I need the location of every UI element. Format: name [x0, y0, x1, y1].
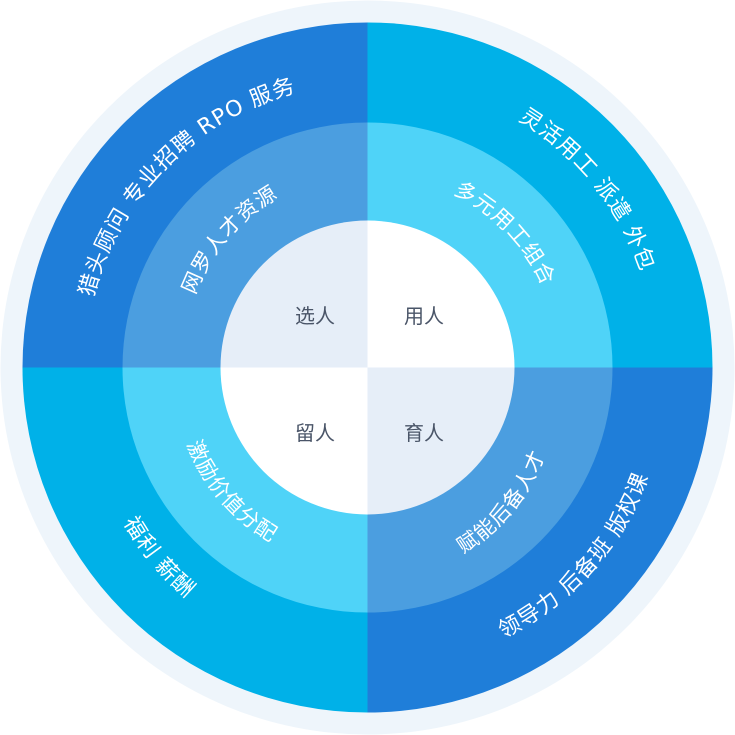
core-quadrant-bottom-right: [367, 367, 515, 515]
core-quadrant-bottom-left: [220, 367, 368, 515]
core-label-retain: 留人: [295, 421, 335, 445]
core-label-develop: 育人: [404, 421, 444, 445]
core-label-select: 选人: [295, 304, 335, 328]
core-quadrant-top-right: [367, 220, 515, 368]
core-quadrant-top-left: [220, 220, 368, 368]
core-label-use: 用人: [404, 304, 444, 328]
